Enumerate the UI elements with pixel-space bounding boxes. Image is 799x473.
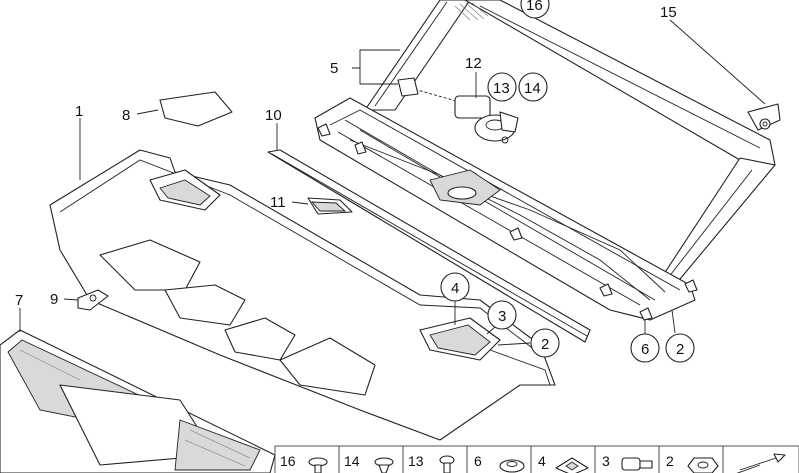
callout-4: 4 bbox=[451, 280, 459, 297]
clip-11 bbox=[307, 197, 353, 215]
frame-hatch bbox=[454, 2, 489, 21]
callout-15: 15 bbox=[660, 4, 677, 21]
sunblind-motor bbox=[397, 77, 519, 144]
legend-cell-14 bbox=[338, 445, 404, 473]
callout-circle-14 bbox=[518, 72, 548, 102]
callout-circle-4 bbox=[440, 272, 470, 302]
callout-13: 13 bbox=[493, 80, 510, 97]
sunblind-frame bbox=[364, 0, 781, 286]
speaker-grille bbox=[0, 329, 276, 473]
callout-7: 7 bbox=[15, 292, 23, 309]
callout-circle-3 bbox=[487, 300, 517, 330]
legend-num-14: 14 bbox=[344, 453, 360, 469]
expansion-rivet-icon bbox=[374, 457, 394, 473]
legend-num-2: 2 bbox=[666, 453, 674, 469]
fastener-legend: 16 14 13 6 4 3 bbox=[274, 445, 799, 473]
pad-8 bbox=[159, 91, 233, 127]
callout-circle-2b bbox=[665, 333, 695, 363]
callout-3: 3 bbox=[498, 308, 506, 325]
callout-circle-16 bbox=[520, 0, 550, 19]
legend-num-3: 3 bbox=[602, 453, 610, 469]
callout-11: 11 bbox=[270, 194, 286, 211]
nut-icon bbox=[499, 459, 525, 473]
callout-16: 16 bbox=[526, 0, 543, 14]
callout-1: 1 bbox=[75, 103, 83, 120]
grille-hatch bbox=[19, 349, 251, 467]
bolt-icon bbox=[621, 457, 653, 471]
callout-8: 8 bbox=[122, 107, 130, 124]
hex-nut-icon bbox=[687, 457, 719, 473]
callout-2b: 2 bbox=[676, 341, 684, 358]
screw-icon bbox=[439, 455, 455, 473]
callout-5: 5 bbox=[330, 60, 338, 77]
legend-num-16: 16 bbox=[280, 453, 296, 469]
leader-lines bbox=[19, 19, 766, 346]
parcel-shelf bbox=[49, 149, 556, 441]
legend-cell-16 bbox=[274, 445, 340, 473]
callout-9: 9 bbox=[50, 291, 58, 308]
legend-num-4: 4 bbox=[538, 453, 546, 469]
callout-2a: 2 bbox=[541, 336, 549, 353]
push-rivet-icon bbox=[308, 457, 328, 473]
callout-circle-2a bbox=[530, 328, 560, 358]
sunblind-bracket bbox=[747, 103, 781, 131]
legend-num-6: 6 bbox=[474, 453, 482, 469]
callout-12: 12 bbox=[465, 55, 482, 72]
legend-cell-arrow bbox=[722, 445, 799, 473]
callout-circle-13 bbox=[487, 72, 517, 102]
sunblind-mechanism bbox=[314, 97, 698, 321]
retainer-9 bbox=[77, 289, 109, 311]
legend-num-13: 13 bbox=[408, 453, 424, 469]
callout-14: 14 bbox=[524, 80, 541, 97]
callout-10: 10 bbox=[265, 107, 282, 124]
trim-strip bbox=[267, 149, 591, 343]
callout-labels: 1 8 10 11 9 7 5 12 15 16 13 14 4 3 2 6 2 bbox=[15, 0, 695, 363]
callout-circle-6 bbox=[630, 333, 660, 363]
callout-6: 6 bbox=[641, 341, 649, 358]
